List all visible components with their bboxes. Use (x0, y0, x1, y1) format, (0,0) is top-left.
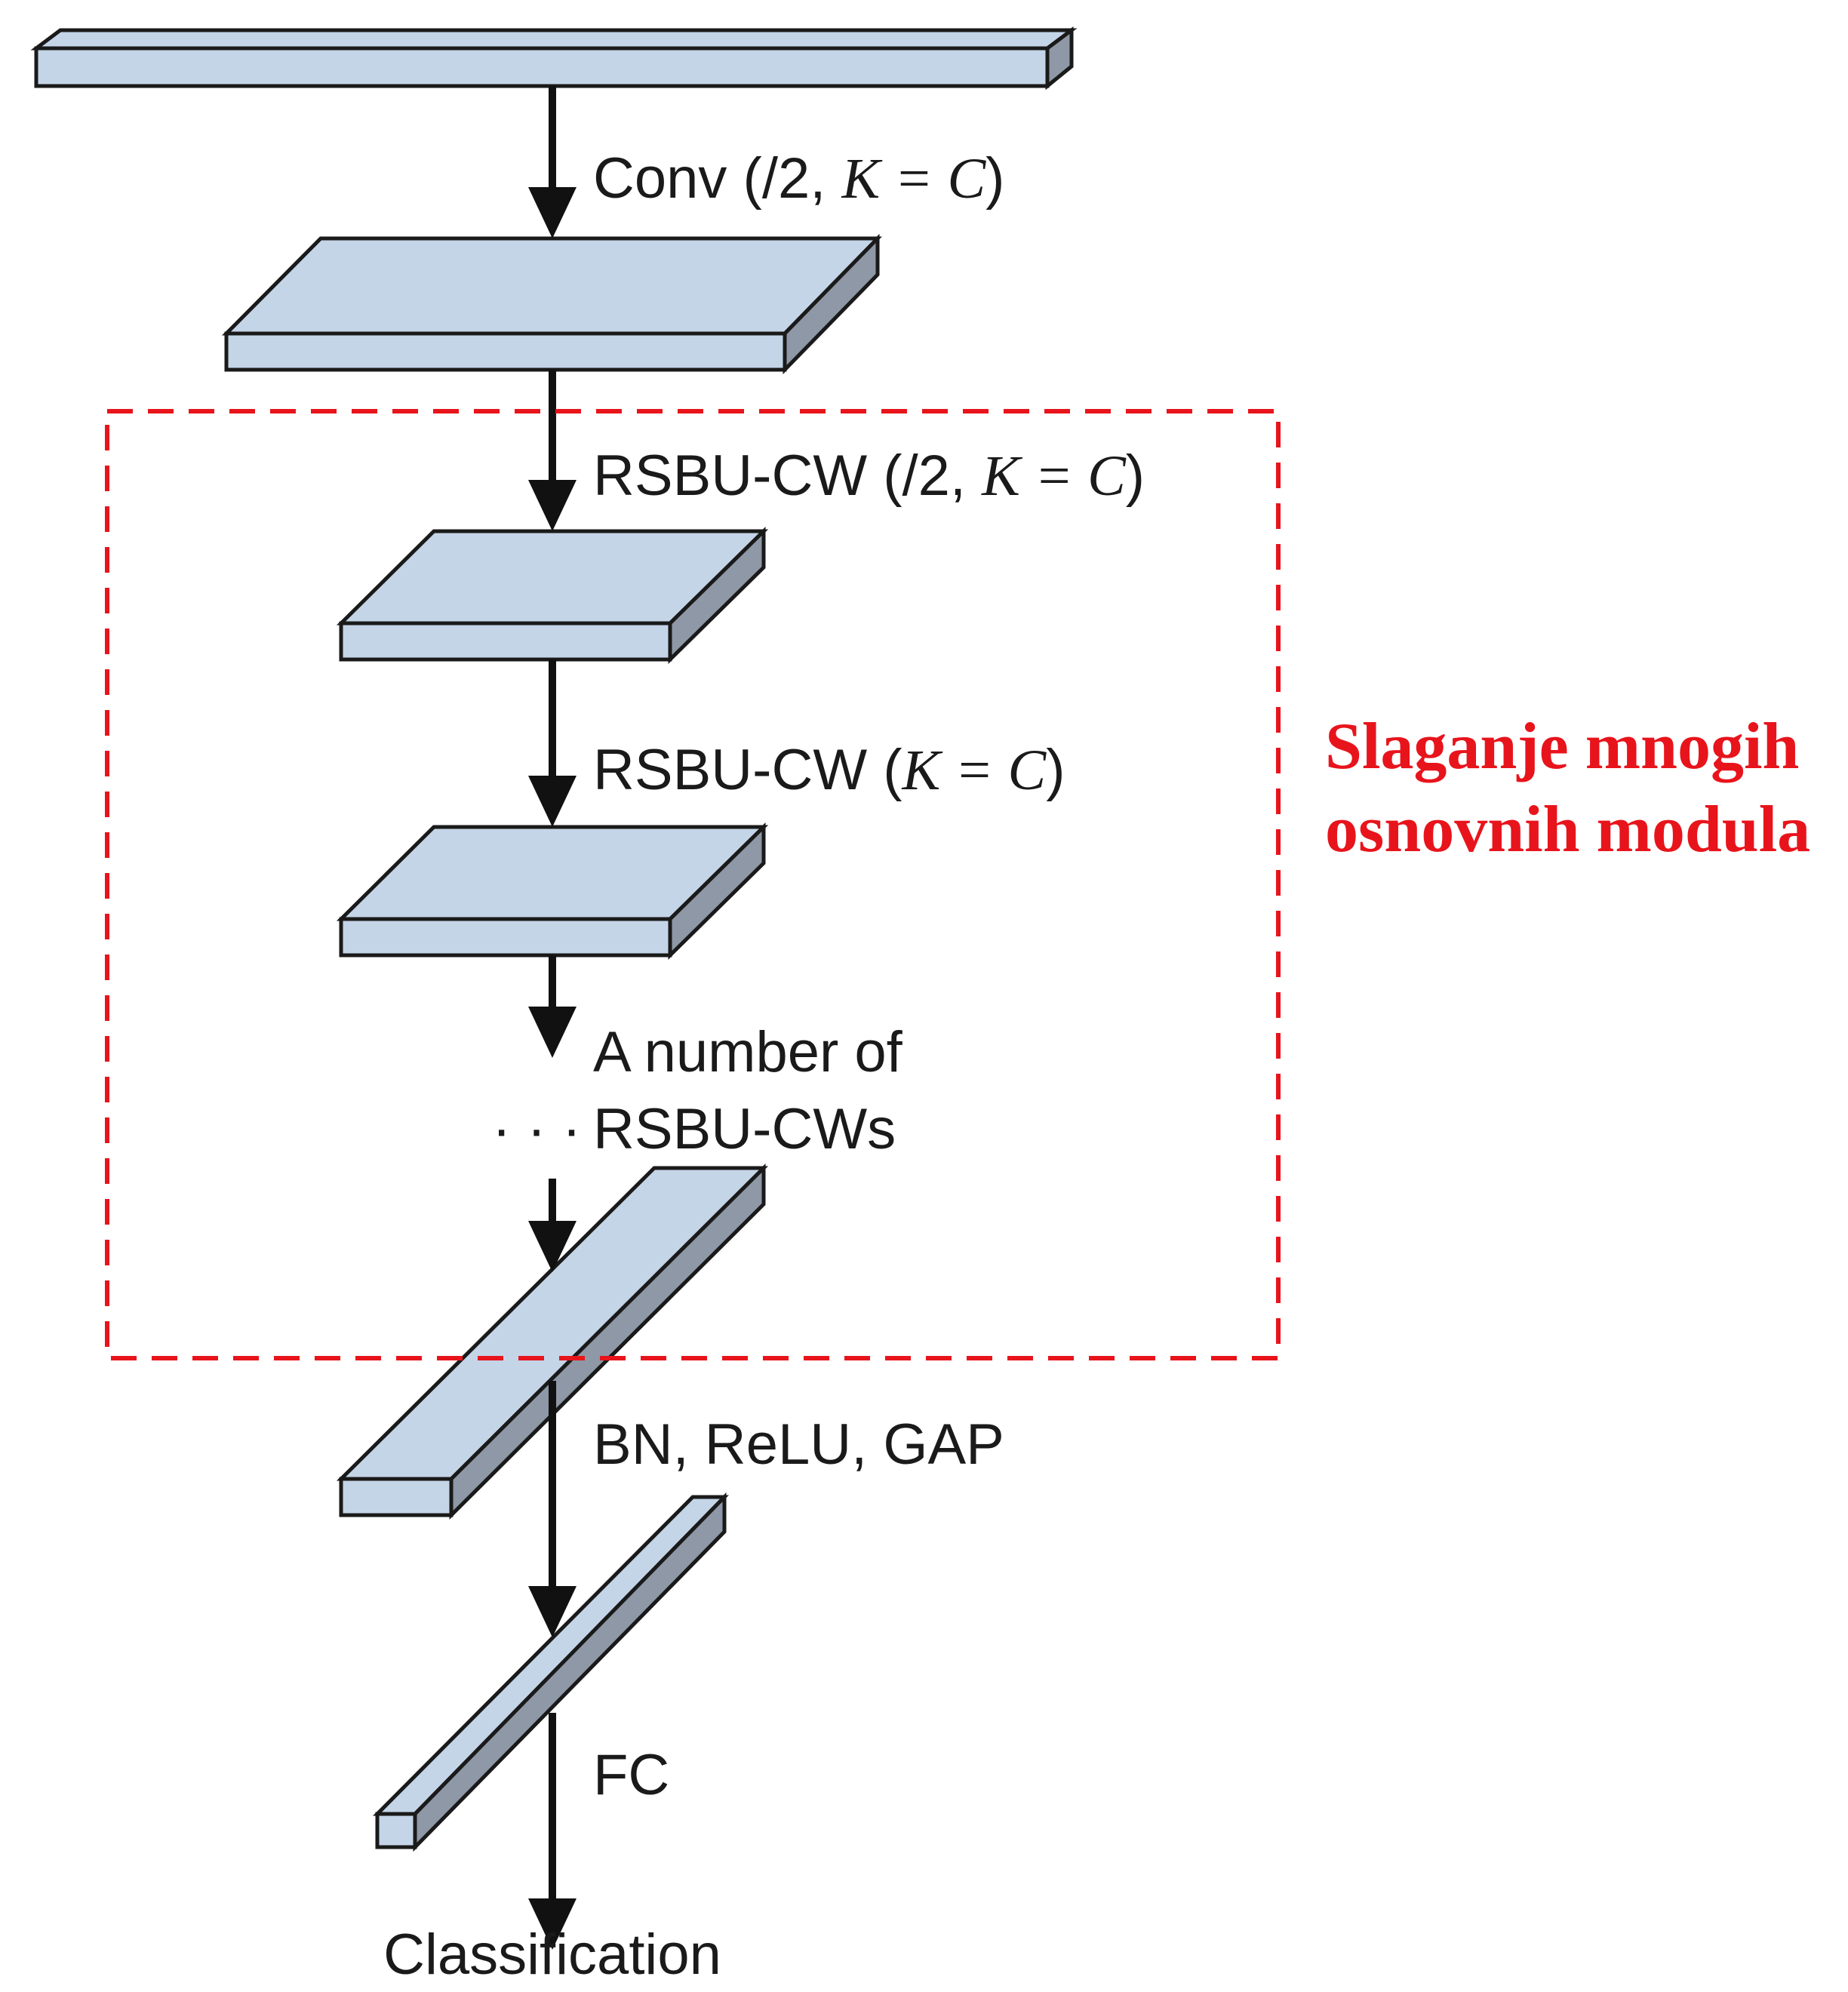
conv-label: Conv (/2, K = C) (593, 146, 1004, 211)
input-block (30, 26, 1078, 91)
stacked-modules-box (105, 409, 1281, 1360)
rsbu-cw-label-1: RSBU-CW (/2, K = C) (593, 444, 1145, 508)
arrow-fc (528, 1713, 577, 1950)
arrow-many (528, 955, 577, 1058)
fc-label: FC (593, 1743, 669, 1807)
bn-relu-gap-label: BN, ReLU, GAP (593, 1413, 1004, 1477)
conv-output-block (221, 233, 882, 375)
arrow-rsbu-2 (528, 659, 577, 827)
ellipsis: · · · (492, 1097, 581, 1161)
rsbu-cw-block-1 (336, 527, 769, 664)
annotation-line2: osnovnih modula (1325, 793, 1810, 866)
arrow-many-2 (528, 1179, 577, 1272)
final-feature-block (336, 1163, 769, 1520)
rsbu-cw-label-2: RSBU-CW (K = C) (593, 738, 1065, 802)
fc-block (372, 1492, 729, 1852)
many-rsbu-label-line1: A number of (593, 1020, 903, 1084)
arrow-bn (528, 1381, 577, 1637)
annotation-line1: Slaganje mnogih (1325, 710, 1799, 783)
many-rsbu-label-line2: RSBU-CWs (593, 1097, 896, 1161)
arrow-rsbu-1 (528, 370, 577, 531)
arrow-conv (528, 86, 577, 238)
classification-label: Classification (383, 1923, 721, 1987)
rsbu-cw-block-2 (336, 822, 769, 960)
